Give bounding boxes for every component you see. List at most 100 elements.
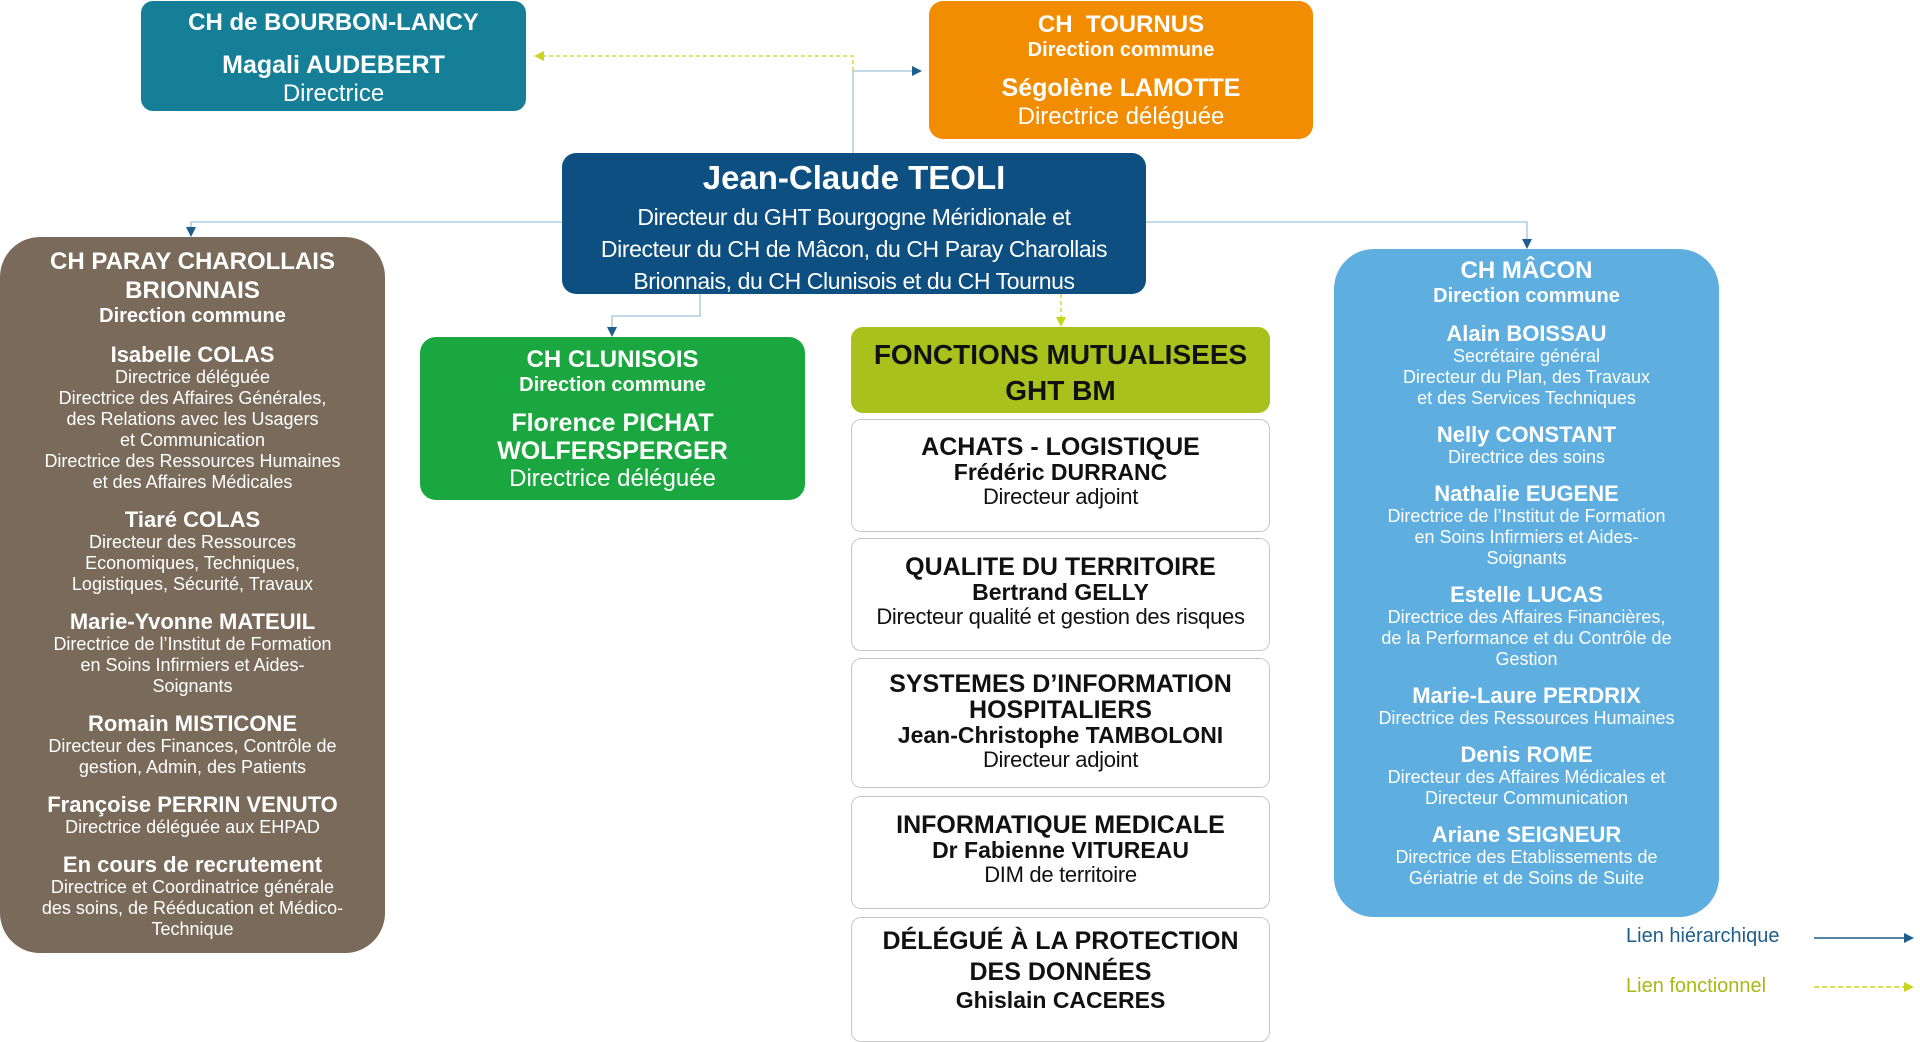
fonction-box-qualite: QUALITE DU TERRITOIRE Bertrand GELLY Dir… bbox=[851, 538, 1270, 651]
person-name: Nelly CONSTANT bbox=[1436, 422, 1617, 447]
person-role-line: et des Services Techniques bbox=[1417, 388, 1636, 408]
person-role-line: Directrice de l’Institut de Formation bbox=[53, 634, 332, 654]
person-name: Denis ROME bbox=[1460, 742, 1593, 767]
fonction-name: Dr Fabienne VITUREAU bbox=[932, 837, 1189, 863]
fonction-role: DIM de territoire bbox=[984, 862, 1137, 887]
person-role-line: Directrice des Affaires Générales, bbox=[58, 388, 327, 408]
clunisois-name-line: WOLFERSPERGER bbox=[497, 437, 728, 465]
person-role-line: en Soins Infirmiers et Aides- bbox=[80, 655, 305, 675]
fonction-title: SYSTEMES D’INFORMATION bbox=[889, 670, 1232, 698]
person-role-line: et Communication bbox=[119, 430, 266, 450]
link-director-bourbon bbox=[534, 51, 854, 71]
person-role-line: Directrice de l’Institut de Formation bbox=[1387, 506, 1666, 526]
tournus-name: Ségolène LAMOTTE bbox=[1001, 74, 1241, 102]
person-role-line: Technique bbox=[151, 919, 234, 939]
person-role-line: en Soins Infirmiers et Aides- bbox=[1414, 527, 1639, 547]
person-role-line: Directeur du Plan, des Travaux bbox=[1402, 367, 1651, 387]
clunisois-title: CH CLUNISOIS bbox=[526, 346, 699, 373]
paray-title-line: BRIONNAIS bbox=[125, 277, 260, 304]
person-role-line: Logistiques, Sécurité, Travaux bbox=[71, 574, 314, 594]
fonction-role: Directeur adjoint bbox=[982, 484, 1139, 509]
fonction-role: Directeur qualité et gestion des risques bbox=[876, 604, 1245, 629]
paray-title-line: CH PARAY CHAROLLAIS bbox=[50, 248, 335, 275]
person-name: Nathalie EUGENE bbox=[1434, 481, 1619, 506]
fonction-name: Frédéric DURRANC bbox=[953, 459, 1168, 485]
fonction-title: ACHATS - LOGISTIQUE bbox=[921, 433, 1200, 461]
clunisois-role: Directrice déléguée bbox=[509, 465, 716, 492]
bourbon-lancy-box: CH de BOURBON-LANCY Magali AUDEBERT Dire… bbox=[141, 1, 526, 111]
person-role-line: des Relations avec les Usagers bbox=[66, 409, 319, 429]
person-name: Ariane SEIGNEUR bbox=[1431, 822, 1622, 847]
fonctions-title-line: FONCTIONS MUTUALISEES bbox=[873, 339, 1248, 370]
fonction-box-protection-donnees: DÉLÉGUÉ À LA PROTECTION DES DONNÉES Ghis… bbox=[851, 917, 1270, 1042]
fonction-box-informatique-medicale: INFORMATIQUE MEDICALE Dr Fabienne VITURE… bbox=[851, 796, 1270, 909]
person-role-line: Gériatrie et de Soins de Suite bbox=[1408, 868, 1645, 888]
person-role-line: et des Affaires Médicales bbox=[92, 472, 293, 492]
person-name: Tiaré COLAS bbox=[124, 507, 261, 532]
person-role-line: gestion, Admin, des Patients bbox=[78, 757, 307, 777]
macon-box: CH MÂCON Direction commune Alain BOISSAU… bbox=[1334, 249, 1719, 917]
paray-subtitle: Direction commune bbox=[99, 305, 286, 327]
link-director-tournus bbox=[852, 66, 922, 153]
fonction-title: DES DONNÉES bbox=[969, 958, 1152, 986]
link-director-clunisois bbox=[607, 294, 701, 337]
person-name: Alain BOISSAU bbox=[1446, 321, 1607, 346]
person-role-line: Secrétaire général bbox=[1452, 346, 1601, 366]
fonction-name: Bertrand GELLY bbox=[972, 579, 1149, 605]
fonction-title: HOSPITALIERS bbox=[969, 696, 1152, 724]
fonction-title: INFORMATIQUE MEDICALE bbox=[896, 811, 1225, 839]
director-role-line: Brionnais, du CH Clunisois et du CH Tour… bbox=[633, 268, 1075, 294]
fonction-name: Ghislain CACERES bbox=[955, 987, 1166, 1013]
person-role-line: Directeur des Ressources bbox=[88, 532, 297, 552]
person-role-line: Directrice des Etablissements de bbox=[1395, 847, 1658, 867]
person-role-line: Directeur Communication bbox=[1424, 788, 1629, 808]
fonction-title: QUALITE DU TERRITOIRE bbox=[905, 553, 1216, 581]
tournus-role: Directrice déléguée bbox=[1017, 103, 1225, 130]
fonction-box-systemes-information: SYSTEMES D’INFORMATION HOSPITALIERS Jean… bbox=[851, 658, 1270, 788]
clunisois-name-line: Florence PICHAT bbox=[511, 409, 714, 437]
person-name: Isabelle COLAS bbox=[110, 342, 275, 367]
fonctions-title-line: GHT BM bbox=[1005, 375, 1116, 406]
tournus-subtitle: Direction commune bbox=[1027, 39, 1215, 61]
person-role-line: Directrice et Coordinatrice générale bbox=[50, 877, 335, 897]
fonction-role: Directeur adjoint bbox=[982, 747, 1139, 772]
person-role-line: Directrice des Ressources Humaines bbox=[44, 451, 341, 471]
person-role-line: Directrice déléguée bbox=[114, 367, 271, 387]
macon-subtitle: Direction commune bbox=[1433, 285, 1620, 307]
legend-hierarchical-label: Lien hiérarchique bbox=[1626, 925, 1780, 947]
legend-functional-label: Lien fonctionnel bbox=[1626, 975, 1767, 997]
person-role-line: Directrice des Affaires Financières, bbox=[1387, 607, 1666, 627]
person-name: Marie-Laure PERDRIX bbox=[1412, 683, 1641, 708]
clunisois-subtitle: Direction commune bbox=[519, 374, 706, 396]
tournus-title: CH TOURNUS bbox=[1037, 11, 1205, 38]
person-role-line: Directeur des Finances, Contrôle de bbox=[48, 736, 337, 756]
link-director-paray bbox=[186, 221, 562, 237]
person-name: En cours de recrutement bbox=[62, 852, 323, 877]
link-director-macon bbox=[1146, 221, 1532, 249]
person-role-line: Directeur des Affaires Médicales et bbox=[1387, 767, 1666, 787]
person-role-line: Economiques, Techniques, bbox=[85, 553, 300, 573]
bourbon-role: Directrice bbox=[282, 80, 385, 107]
person-role-line: Gestion bbox=[1495, 649, 1558, 669]
fonction-name: Jean-Christophe TAMBOLONI bbox=[897, 722, 1224, 748]
director-role-line: Directeur du CH de Mâcon, du CH Paray Ch… bbox=[600, 236, 1108, 262]
person-role-line: Directrice des soins bbox=[1447, 447, 1606, 467]
person-name: Romain MISTICONE bbox=[87, 711, 297, 736]
macon-title: CH MÂCON bbox=[1460, 257, 1593, 284]
person-role-line: Directrice déléguée aux EHPAD bbox=[65, 817, 320, 837]
person-role-line: de la Performance et du Contrôle de bbox=[1381, 628, 1672, 648]
person-role-line: Directrice des Ressources Humaines bbox=[1378, 708, 1675, 728]
clunisois-box: CH CLUNISOIS Direction commune Florence … bbox=[420, 337, 805, 500]
person-role-line: Soignants bbox=[1486, 548, 1567, 568]
director-role-line: Directeur du GHT Bourgogne Méridionale e… bbox=[637, 204, 1071, 230]
paray-box: CH PARAY CHAROLLAIS BRIONNAIS Direction … bbox=[0, 237, 385, 953]
director-name: Jean-Claude TEOLI bbox=[702, 159, 1006, 196]
person-name: Estelle LUCAS bbox=[1450, 582, 1603, 607]
bourbon-title: CH de BOURBON-LANCY bbox=[188, 9, 479, 36]
person-role-line: des soins, de Rééducation et Médico- bbox=[41, 898, 344, 918]
fonction-box-achats: ACHATS - LOGISTIQUE Frédéric DURRANC Dir… bbox=[851, 419, 1270, 532]
person-name: Marie-Yvonne MATEUIL bbox=[69, 609, 316, 634]
bourbon-name: Magali AUDEBERT bbox=[222, 51, 445, 79]
tournus-box: CH TOURNUS Direction commune Ségolène LA… bbox=[929, 1, 1313, 139]
